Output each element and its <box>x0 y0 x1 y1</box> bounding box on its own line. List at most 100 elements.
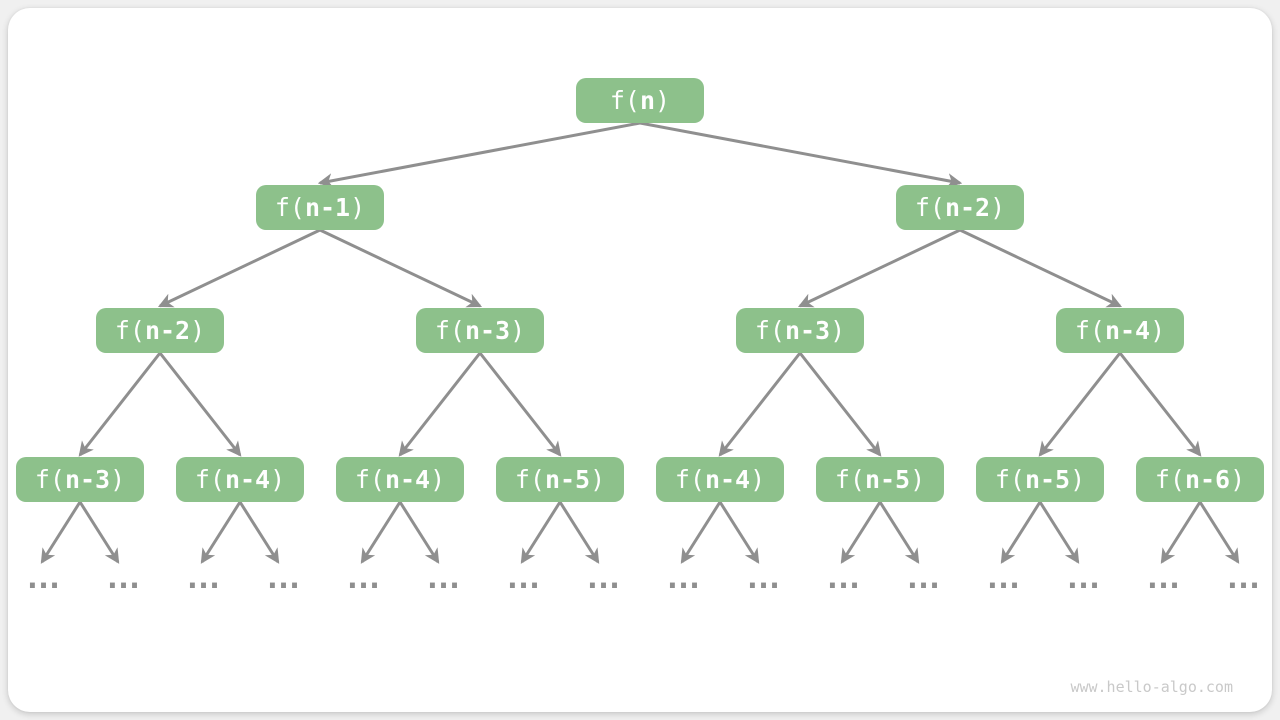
tree-node-label-arg: n-6 <box>1184 465 1231 494</box>
tree-node-label-pre: f( <box>674 465 705 494</box>
tree-node-label-pre: f( <box>1154 465 1185 494</box>
tree-node-label-arg: n-3 <box>64 465 111 494</box>
tree-node-label-post: ) <box>1230 465 1246 494</box>
edge-arrow <box>1118 352 1202 457</box>
edge-arrow <box>360 501 402 564</box>
tree-node-label-arg: n-4 <box>384 465 431 494</box>
tree-node: f(n-3) <box>416 308 544 353</box>
tree-node: f(n-1) <box>256 185 384 230</box>
edge-arrow <box>1160 501 1202 564</box>
ellipsis-leaf: ... <box>23 561 63 596</box>
edge-arrow <box>1198 501 1240 564</box>
tree-node-label-arg: n <box>639 86 656 115</box>
edge-arrow <box>798 352 882 457</box>
tree-node-label-post: ) <box>510 316 526 345</box>
ellipsis-leaf: ... <box>903 561 943 596</box>
tree-node-label-pre: f( <box>754 316 785 345</box>
edge-arrow <box>78 501 120 564</box>
edge-arrow <box>718 352 802 457</box>
tree-node: f(n-4) <box>176 457 304 502</box>
ellipsis-leaf: ... <box>743 561 783 596</box>
tree-node-label-pre: f( <box>274 193 305 222</box>
tree-node-label-post: ) <box>590 465 606 494</box>
tree-node: f(n-3) <box>16 457 144 502</box>
tree-node: f(n-3) <box>736 308 864 353</box>
tree-node-label-arg: n-2 <box>944 193 991 222</box>
tree-node-label-arg: n-4 <box>704 465 751 494</box>
tree-node: f(n-5) <box>976 457 1104 502</box>
edge-arrow <box>319 228 483 308</box>
edge-group <box>40 121 1240 564</box>
tree-node-label-pre: f( <box>194 465 225 494</box>
edge-arrow <box>1000 501 1042 564</box>
tree-node-label-post: ) <box>830 316 846 345</box>
edge-arrow <box>718 501 760 564</box>
ellipsis-leaf: ... <box>1143 561 1183 596</box>
tree-node-label-post: ) <box>1150 316 1166 345</box>
ellipsis-leaf: ... <box>503 561 543 596</box>
tree-node-label-arg: n-5 <box>544 465 591 494</box>
tree-node-label-post: ) <box>350 193 366 222</box>
edge-arrow <box>478 352 562 457</box>
edge-arrow <box>157 228 321 308</box>
tree-node-label-post: ) <box>270 465 286 494</box>
tree-node-label-pre: f( <box>609 86 640 115</box>
edge-arrow <box>520 501 562 564</box>
edge-arrow <box>317 121 641 189</box>
tree-node-label-pre: f( <box>434 316 465 345</box>
tree-node-label-pre: f( <box>994 465 1025 494</box>
ellipsis-leaf: ... <box>983 561 1023 596</box>
edge-arrow <box>680 501 722 564</box>
tree-node-label-pre: f( <box>834 465 865 494</box>
tree-node: f(n-5) <box>496 457 624 502</box>
watermark-text: www.hello-algo.com <box>1070 678 1233 696</box>
tree-node-label-post: ) <box>190 316 206 345</box>
edge-arrow <box>1038 501 1080 564</box>
tree-node-label-arg: n-3 <box>464 316 511 345</box>
ellipsis-leaf: ... <box>1063 561 1103 596</box>
tree-node: f(n-6) <box>1136 457 1264 502</box>
tree-node-label-post: ) <box>750 465 766 494</box>
edge-arrow <box>238 501 280 564</box>
edge-arrow <box>158 352 242 457</box>
tree-node-label-arg: n-3 <box>784 316 831 345</box>
tree-node-label-pre: f( <box>34 465 65 494</box>
tree-node-label-pre: f( <box>114 316 145 345</box>
edge-arrow <box>797 228 961 308</box>
tree-node-label-post: ) <box>990 193 1006 222</box>
tree-node: f(n) <box>576 78 704 123</box>
tree-node: f(n-4) <box>1056 308 1184 353</box>
ellipsis-leaf: ... <box>1223 561 1263 596</box>
tree-node-label-arg: n-2 <box>144 316 191 345</box>
ellipsis-leaf: ... <box>583 561 623 596</box>
edge-arrow <box>878 501 920 564</box>
edge-arrow <box>1038 352 1122 457</box>
edge-arrow <box>398 352 482 457</box>
ellipsis-leaf: ... <box>343 561 383 596</box>
tree-node: f(n-4) <box>656 457 784 502</box>
tree-node: f(n-5) <box>816 457 944 502</box>
edge-arrow <box>840 501 882 564</box>
ellipsis-leaf: ... <box>423 561 463 596</box>
edge-arrow <box>78 352 162 457</box>
tree-node-label-post: ) <box>655 86 671 115</box>
tree-node-label-pre: f( <box>514 465 545 494</box>
tree-node-label-pre: f( <box>1074 316 1105 345</box>
tree-node-label-arg: n-1 <box>304 193 351 222</box>
tree-node-label-post: ) <box>1070 465 1086 494</box>
edge-arrow <box>959 228 1123 308</box>
tree-node-label-post: ) <box>910 465 926 494</box>
tree-node-label-arg: n-5 <box>864 465 911 494</box>
ellipsis-leaf: ... <box>823 561 863 596</box>
tree-node-label-arg: n-4 <box>1104 316 1151 345</box>
edge-arrow <box>40 501 82 564</box>
tree-node-label-pre: f( <box>354 465 385 494</box>
tree-node-label-post: ) <box>110 465 126 494</box>
tree-node-label-arg: n-4 <box>224 465 271 494</box>
tree-node-label-arg: n-5 <box>1024 465 1071 494</box>
ellipsis-leaf: ... <box>183 561 223 596</box>
edge-arrow <box>200 501 242 564</box>
tree-node: f(n-2) <box>896 185 1024 230</box>
